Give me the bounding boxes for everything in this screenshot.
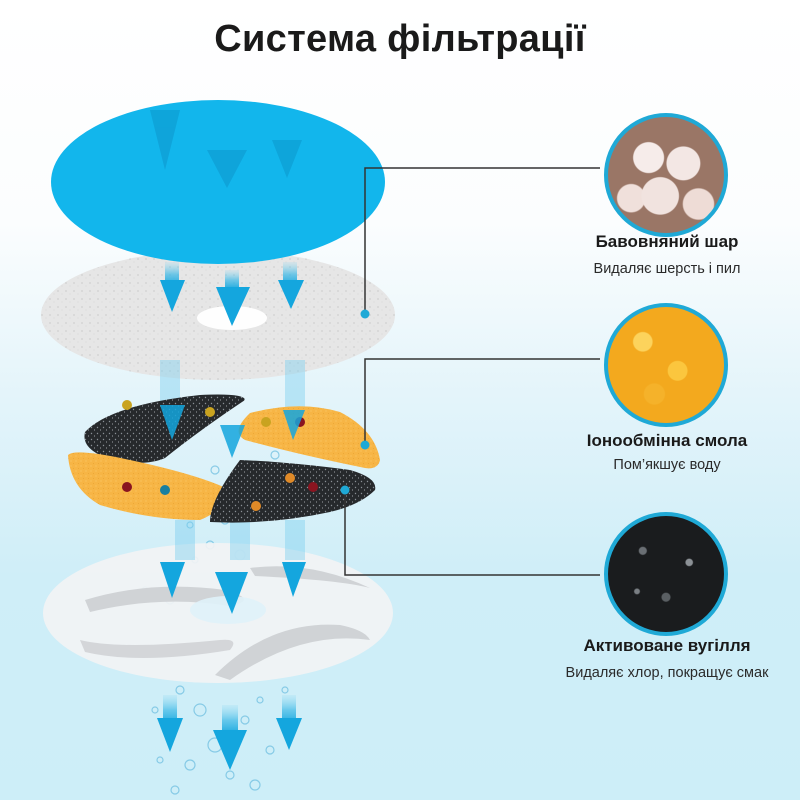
- flow-arrows-cotton: [160, 262, 304, 326]
- layer-description: Видаляє шерсть і пил: [593, 261, 741, 277]
- flow-arrows-exit: [157, 695, 302, 770]
- connector-lines: [344, 167, 600, 576]
- cotton-disc: [41, 250, 395, 380]
- blue-sponge-disc: [51, 100, 385, 264]
- carbon-piece-1: [84, 394, 245, 463]
- cotton-texture-icon: [604, 113, 728, 237]
- flow-arrows-top: [150, 110, 302, 188]
- layer-name: Бавовняний шар: [595, 232, 739, 251]
- connector-cotton: [364, 167, 600, 314]
- carbon-texture-icon: [604, 512, 728, 636]
- connector-resin: [364, 358, 600, 445]
- bottom-cotton-disc: [43, 543, 393, 683]
- page-title: Система фільтрації: [214, 18, 586, 60]
- resin-piece-1: [238, 406, 380, 469]
- connector-carbon: [344, 490, 600, 576]
- resin-piece-2: [68, 452, 230, 520]
- layer-name: Активоване вугілля: [583, 636, 751, 655]
- layer-name: Іонообмінна смола: [586, 431, 748, 450]
- ion-particles: [122, 400, 318, 511]
- connector-dots: [340, 309, 370, 495]
- flow-arrows-bottom: [160, 562, 306, 614]
- layer-description: Пом’якшує воду: [613, 457, 721, 473]
- resin-texture-icon: [604, 303, 728, 427]
- flow-arrows-resin: [160, 405, 305, 458]
- layer-description: Видаляє хлор, покращує смак: [565, 665, 769, 681]
- flow-columns: [160, 360, 305, 560]
- carbon-piece-2: [210, 460, 376, 523]
